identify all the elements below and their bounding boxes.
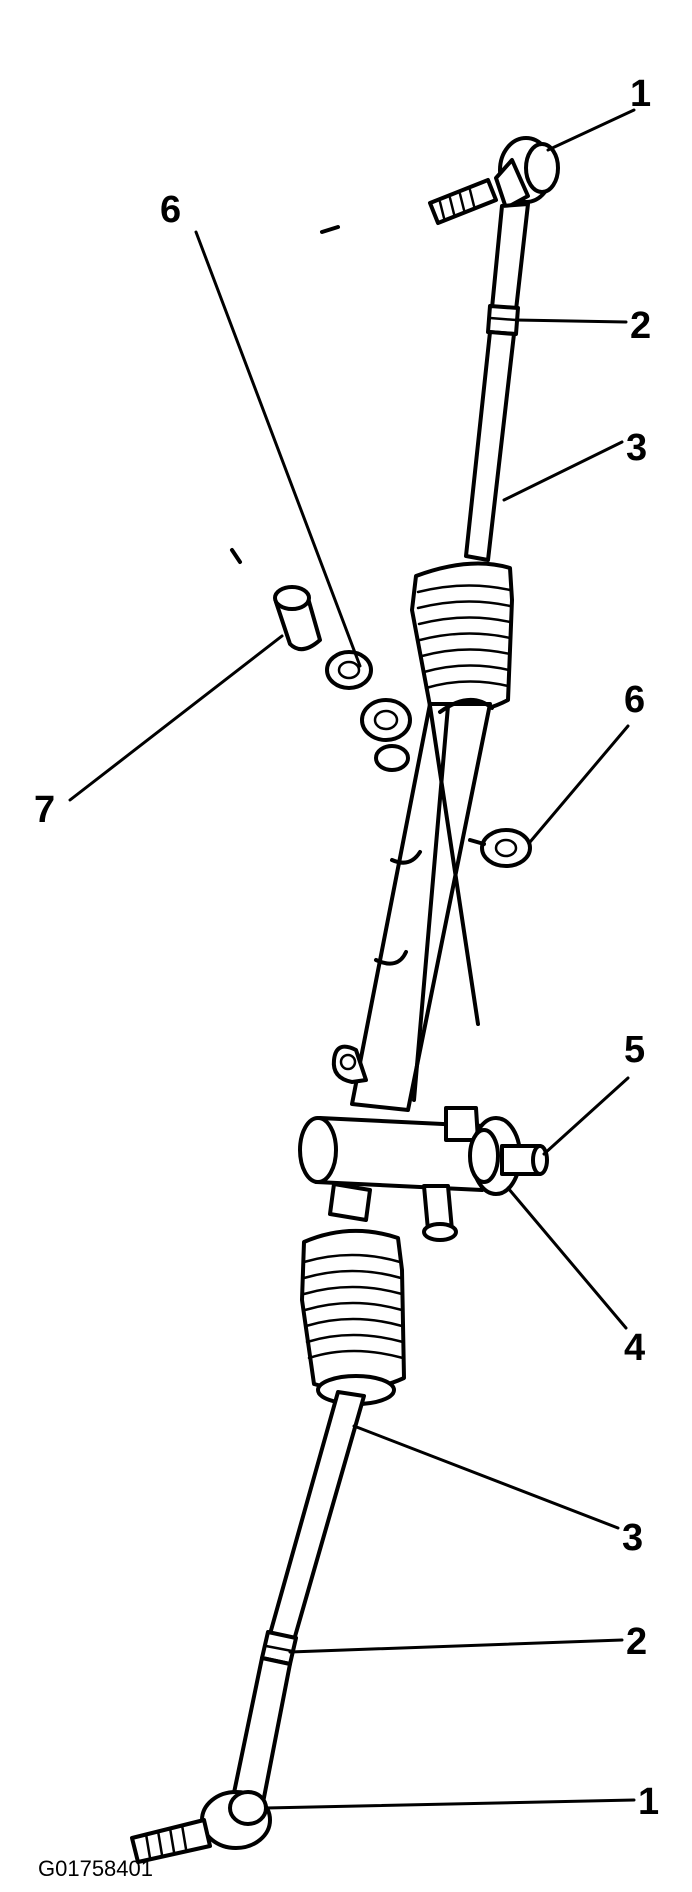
leader-6-left xyxy=(194,230,362,668)
callout-6-left: 6 xyxy=(160,189,181,231)
leader-1-bottom xyxy=(264,1798,636,1810)
leader-2-bottom xyxy=(288,1638,624,1654)
leader-5 xyxy=(542,1076,630,1156)
leader-7 xyxy=(68,634,284,802)
rack-housing xyxy=(331,698,494,1112)
inner-tie-rod-top xyxy=(464,330,516,562)
leader-lines xyxy=(68,108,636,1810)
leader-3-bottom xyxy=(352,1424,620,1530)
figure-id: G01758401 xyxy=(38,1856,153,1881)
callout-2-bottom: 2 xyxy=(626,1621,647,1663)
mount-sleeve xyxy=(230,548,322,652)
leader-1-top xyxy=(546,108,636,152)
callout-3-top: 3 xyxy=(626,427,647,469)
leader-4 xyxy=(506,1186,628,1330)
callout-3-bottom: 3 xyxy=(622,1517,643,1559)
callout-6-right: 6 xyxy=(624,679,645,721)
boot-bottom xyxy=(300,1228,406,1406)
callout-2-top: 2 xyxy=(630,305,651,347)
inner-tie-rod-bottom xyxy=(268,1390,366,1642)
jam-nut-top xyxy=(486,304,520,336)
callout-4: 4 xyxy=(624,1327,645,1369)
mount-bushing-right xyxy=(468,828,532,868)
leader-2-top xyxy=(514,318,628,324)
callout-7: 7 xyxy=(34,789,55,831)
tie-rod-end-top xyxy=(320,136,560,312)
leader-3-top xyxy=(502,440,624,502)
callout-labels: 1 2 3 6 7 6 5 4 3 2 1 xyxy=(34,73,659,1823)
boot-top xyxy=(410,561,514,714)
callout-1-bottom: 1 xyxy=(638,1781,659,1823)
tie-rod-end-bottom xyxy=(130,1656,292,1864)
valve-housing xyxy=(298,1106,486,1242)
callout-1-top: 1 xyxy=(630,73,651,115)
mount-bushing-left-lower xyxy=(360,698,412,772)
mount-bushing-left-upper xyxy=(325,650,373,690)
pinion-shaft xyxy=(500,1144,549,1176)
leader-6-right xyxy=(528,724,630,844)
callout-5: 5 xyxy=(624,1029,645,1071)
